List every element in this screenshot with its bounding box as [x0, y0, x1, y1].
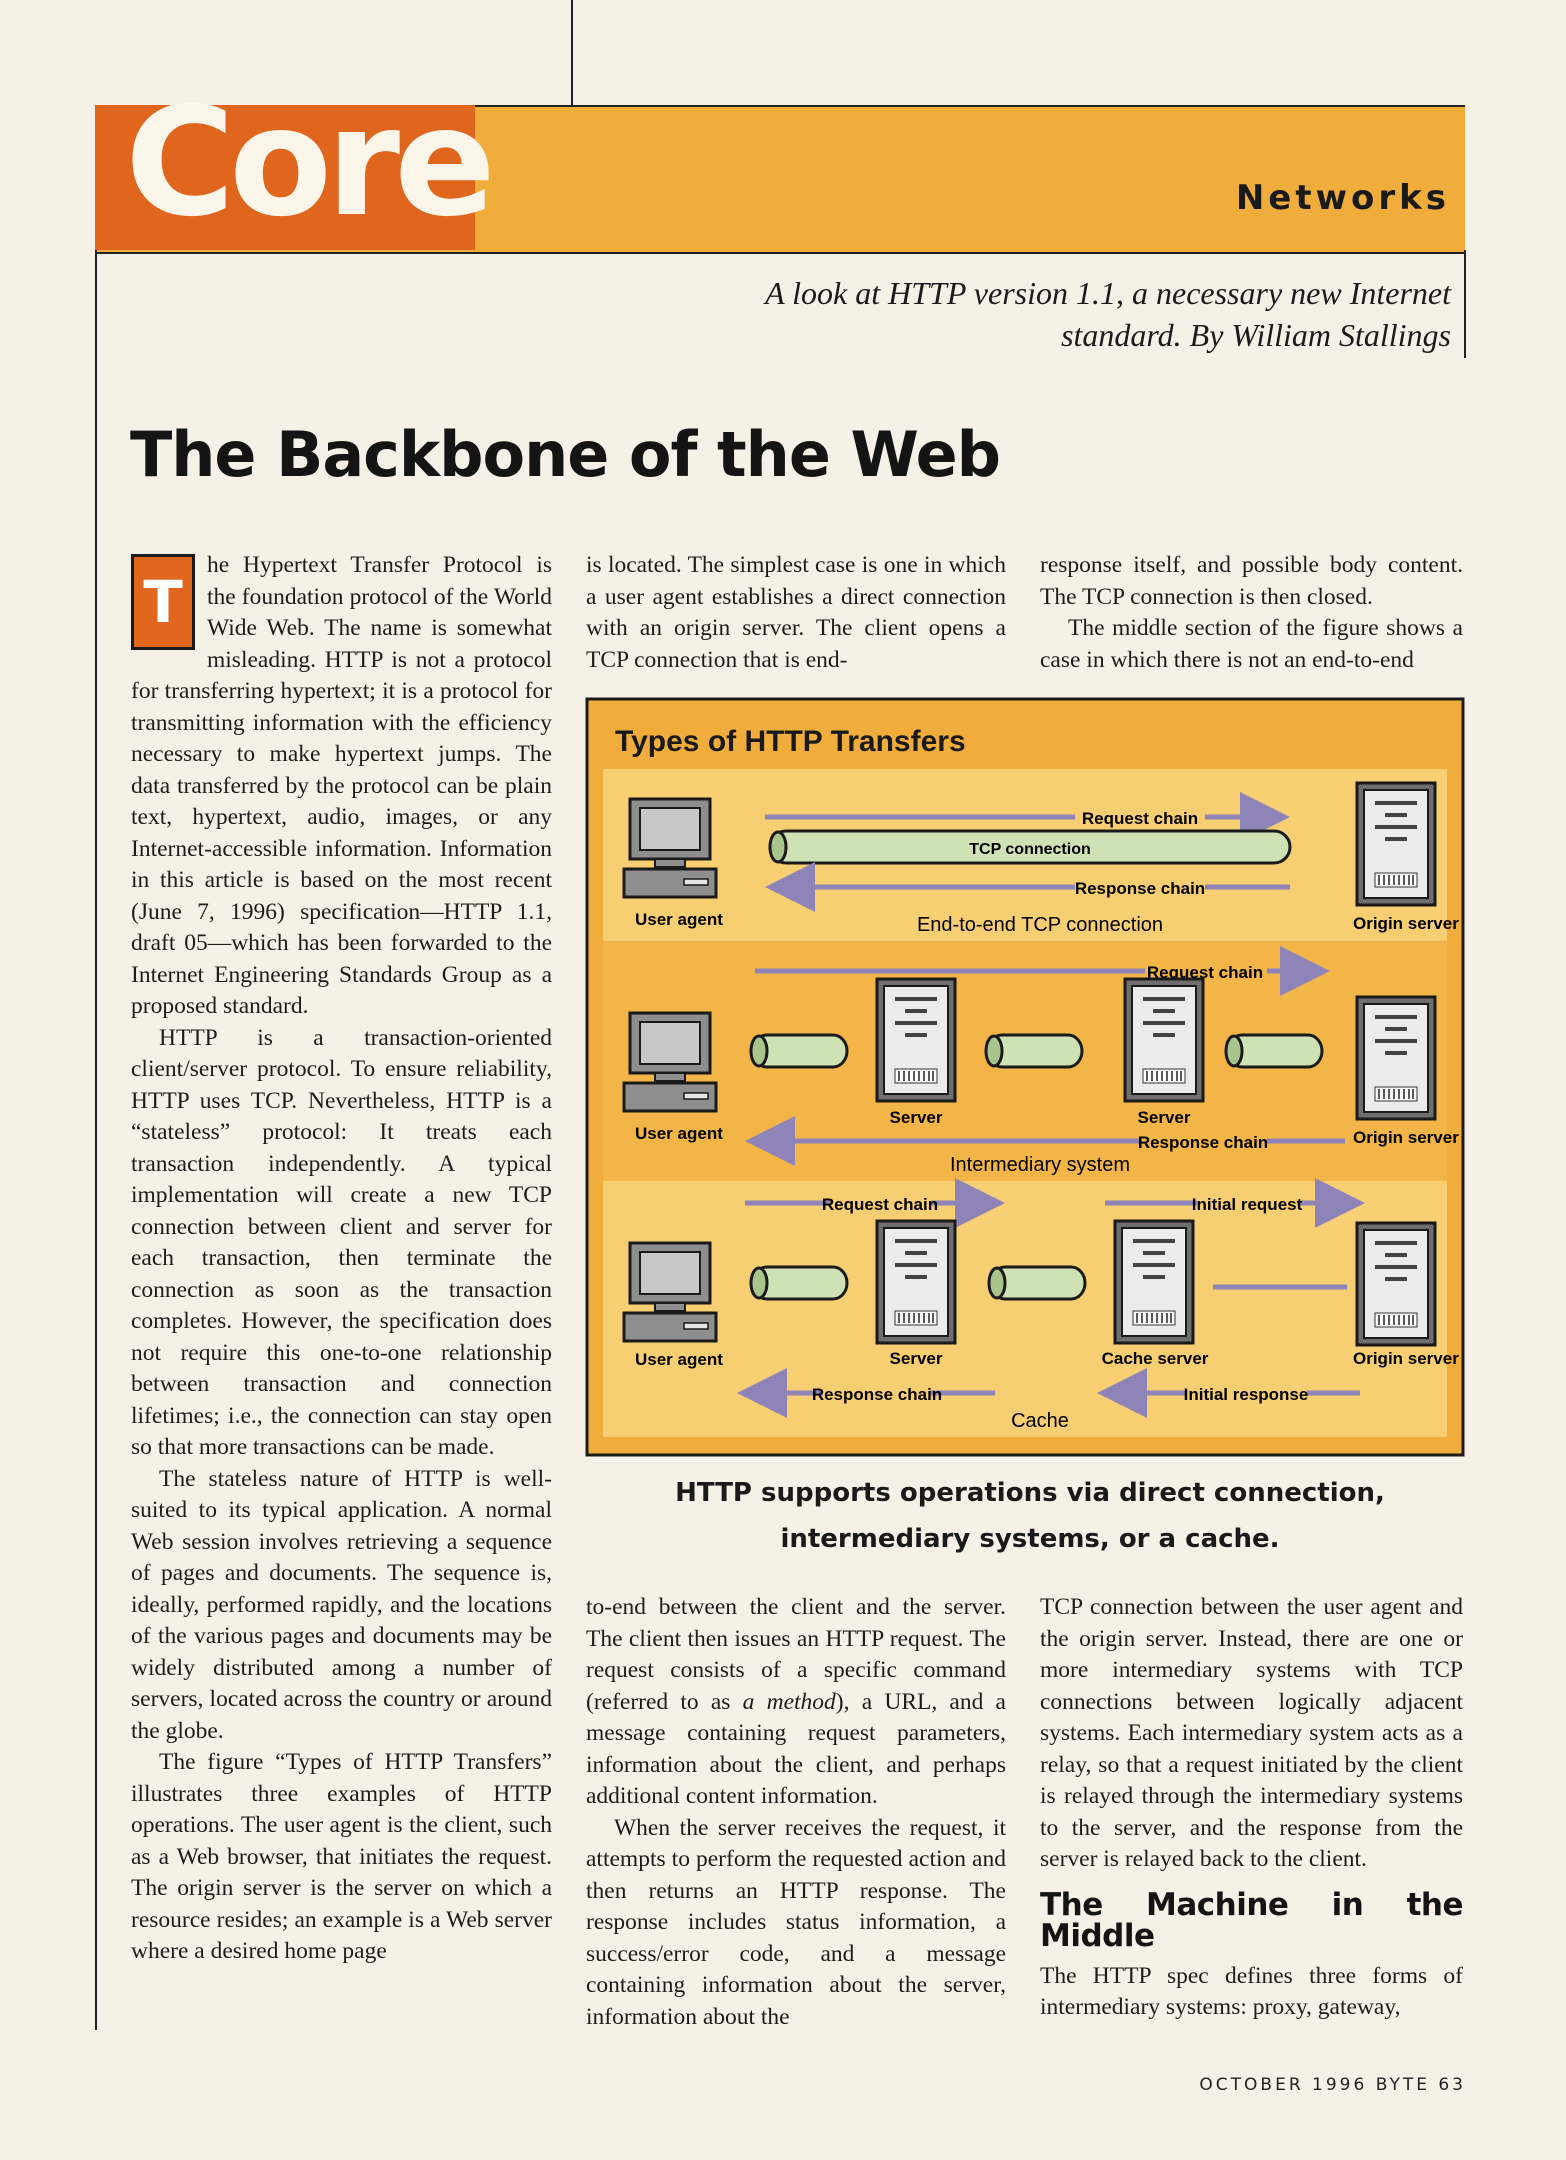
origin-server-icon	[1355, 995, 1437, 1121]
request-chain-label: Request chain	[822, 1195, 938, 1214]
user-agent-computer-icon	[622, 1011, 718, 1113]
response-chain-label: Response chain	[812, 1385, 942, 1404]
paragraph: is located. The simplest case is one in …	[586, 552, 1006, 673]
cache-server-label: Cache server	[1102, 1349, 1209, 1368]
http-transfers-figure: Types of HTTP Transfers User agent Origi…	[585, 697, 1465, 1457]
user-agent-label: User agent	[635, 1350, 723, 1369]
column-logo: Core	[125, 76, 496, 250]
user-agent-computer-icon	[622, 1241, 718, 1343]
cache-server-icon	[1113, 1219, 1195, 1345]
origin-server-label: Origin server	[1353, 1128, 1459, 1147]
paragraph: TCP connection between the user agent an…	[1040, 1594, 1463, 1872]
user-agent-computer-icon	[622, 797, 718, 899]
figure-title: Types of HTTP Transfers	[615, 725, 966, 758]
tcp-connection-label: TCP connection	[969, 841, 1091, 858]
response-chain-label: Response chain	[1075, 879, 1205, 898]
tcp-pipe	[984, 1033, 1084, 1069]
frame-left-rule	[95, 250, 97, 2030]
pipe-end	[768, 830, 788, 864]
tcp-pipe	[749, 1033, 849, 1069]
section-label: Networks	[1235, 178, 1450, 218]
frame-right-rule	[1464, 250, 1466, 358]
initial-request-label: Initial request	[1192, 1195, 1303, 1214]
column-3-bottom: TCP connection between the user agent an…	[1040, 1592, 1464, 2024]
section-subhead: The Machine in the Middle	[1040, 1886, 1464, 1954]
server-icon	[1123, 977, 1205, 1103]
tcp-pipe	[1224, 1033, 1324, 1069]
initial-response-label: Initial response	[1184, 1385, 1309, 1404]
server-icon	[875, 977, 957, 1103]
user-agent-label: User agent	[635, 910, 723, 929]
paragraph: to-end between the client and the server…	[586, 1594, 1006, 1809]
top-rule	[571, 0, 573, 105]
tcp-pipe	[987, 1265, 1087, 1301]
paragraph: HTTP is a transaction-oriented client/se…	[131, 1024, 552, 1461]
server-label: Server	[890, 1349, 943, 1368]
server-label: Server	[1138, 1108, 1191, 1127]
column-2-bottom: to-end between the client and the server…	[586, 1592, 1006, 2033]
server-label: Server	[890, 1108, 943, 1127]
cache-label: Cache	[1011, 1410, 1069, 1432]
paragraph: The middle section of the figure shows a…	[1040, 615, 1463, 673]
article-headline: The Backbone of the Web	[130, 418, 1001, 491]
request-chain-label: Request chain	[1147, 963, 1263, 982]
server-icon	[875, 1219, 957, 1345]
dropcap: T	[131, 554, 195, 650]
column-2-top: is located. The simplest case is one in …	[586, 550, 1006, 676]
figure-caption: HTTP supports operations via direct conn…	[675, 1478, 1385, 1554]
paragraph: The HTTP spec defines three forms of int…	[1040, 1962, 1463, 2021]
paragraph: The stateless nature of HTTP is well-sui…	[131, 1465, 552, 1744]
tcp-pipe	[749, 1265, 849, 1301]
user-agent-label: User agent	[635, 1124, 723, 1143]
paragraph: When the server receives the request, it…	[586, 1814, 1006, 2030]
end-to-end-label: End-to-end TCP connection	[917, 914, 1163, 936]
origin-server-icon	[1355, 1221, 1437, 1347]
response-chain-label: Response chain	[1138, 1133, 1268, 1152]
origin-server-label: Origin server	[1353, 1349, 1459, 1368]
column-3-top: response itself, and possible body conte…	[1040, 550, 1463, 676]
origin-server-icon	[1355, 781, 1437, 907]
request-chain-label: Request chain	[1082, 809, 1198, 828]
page-footer: OCTOBER 1996 BYTE 63	[1199, 2075, 1466, 2095]
article-deck: A look at HTTP version 1.1, a necessary …	[765, 275, 1451, 353]
paragraph: response itself, and possible body conte…	[1040, 552, 1463, 610]
origin-server-label: Origin server	[1353, 914, 1459, 933]
row-cache	[603, 1181, 1447, 1437]
intermediary-system-label: Intermediary system	[950, 1154, 1130, 1176]
paragraph: The figure “Types of HTTP Transfers” ill…	[131, 1749, 552, 1964]
core-logo-box	[95, 105, 475, 250]
